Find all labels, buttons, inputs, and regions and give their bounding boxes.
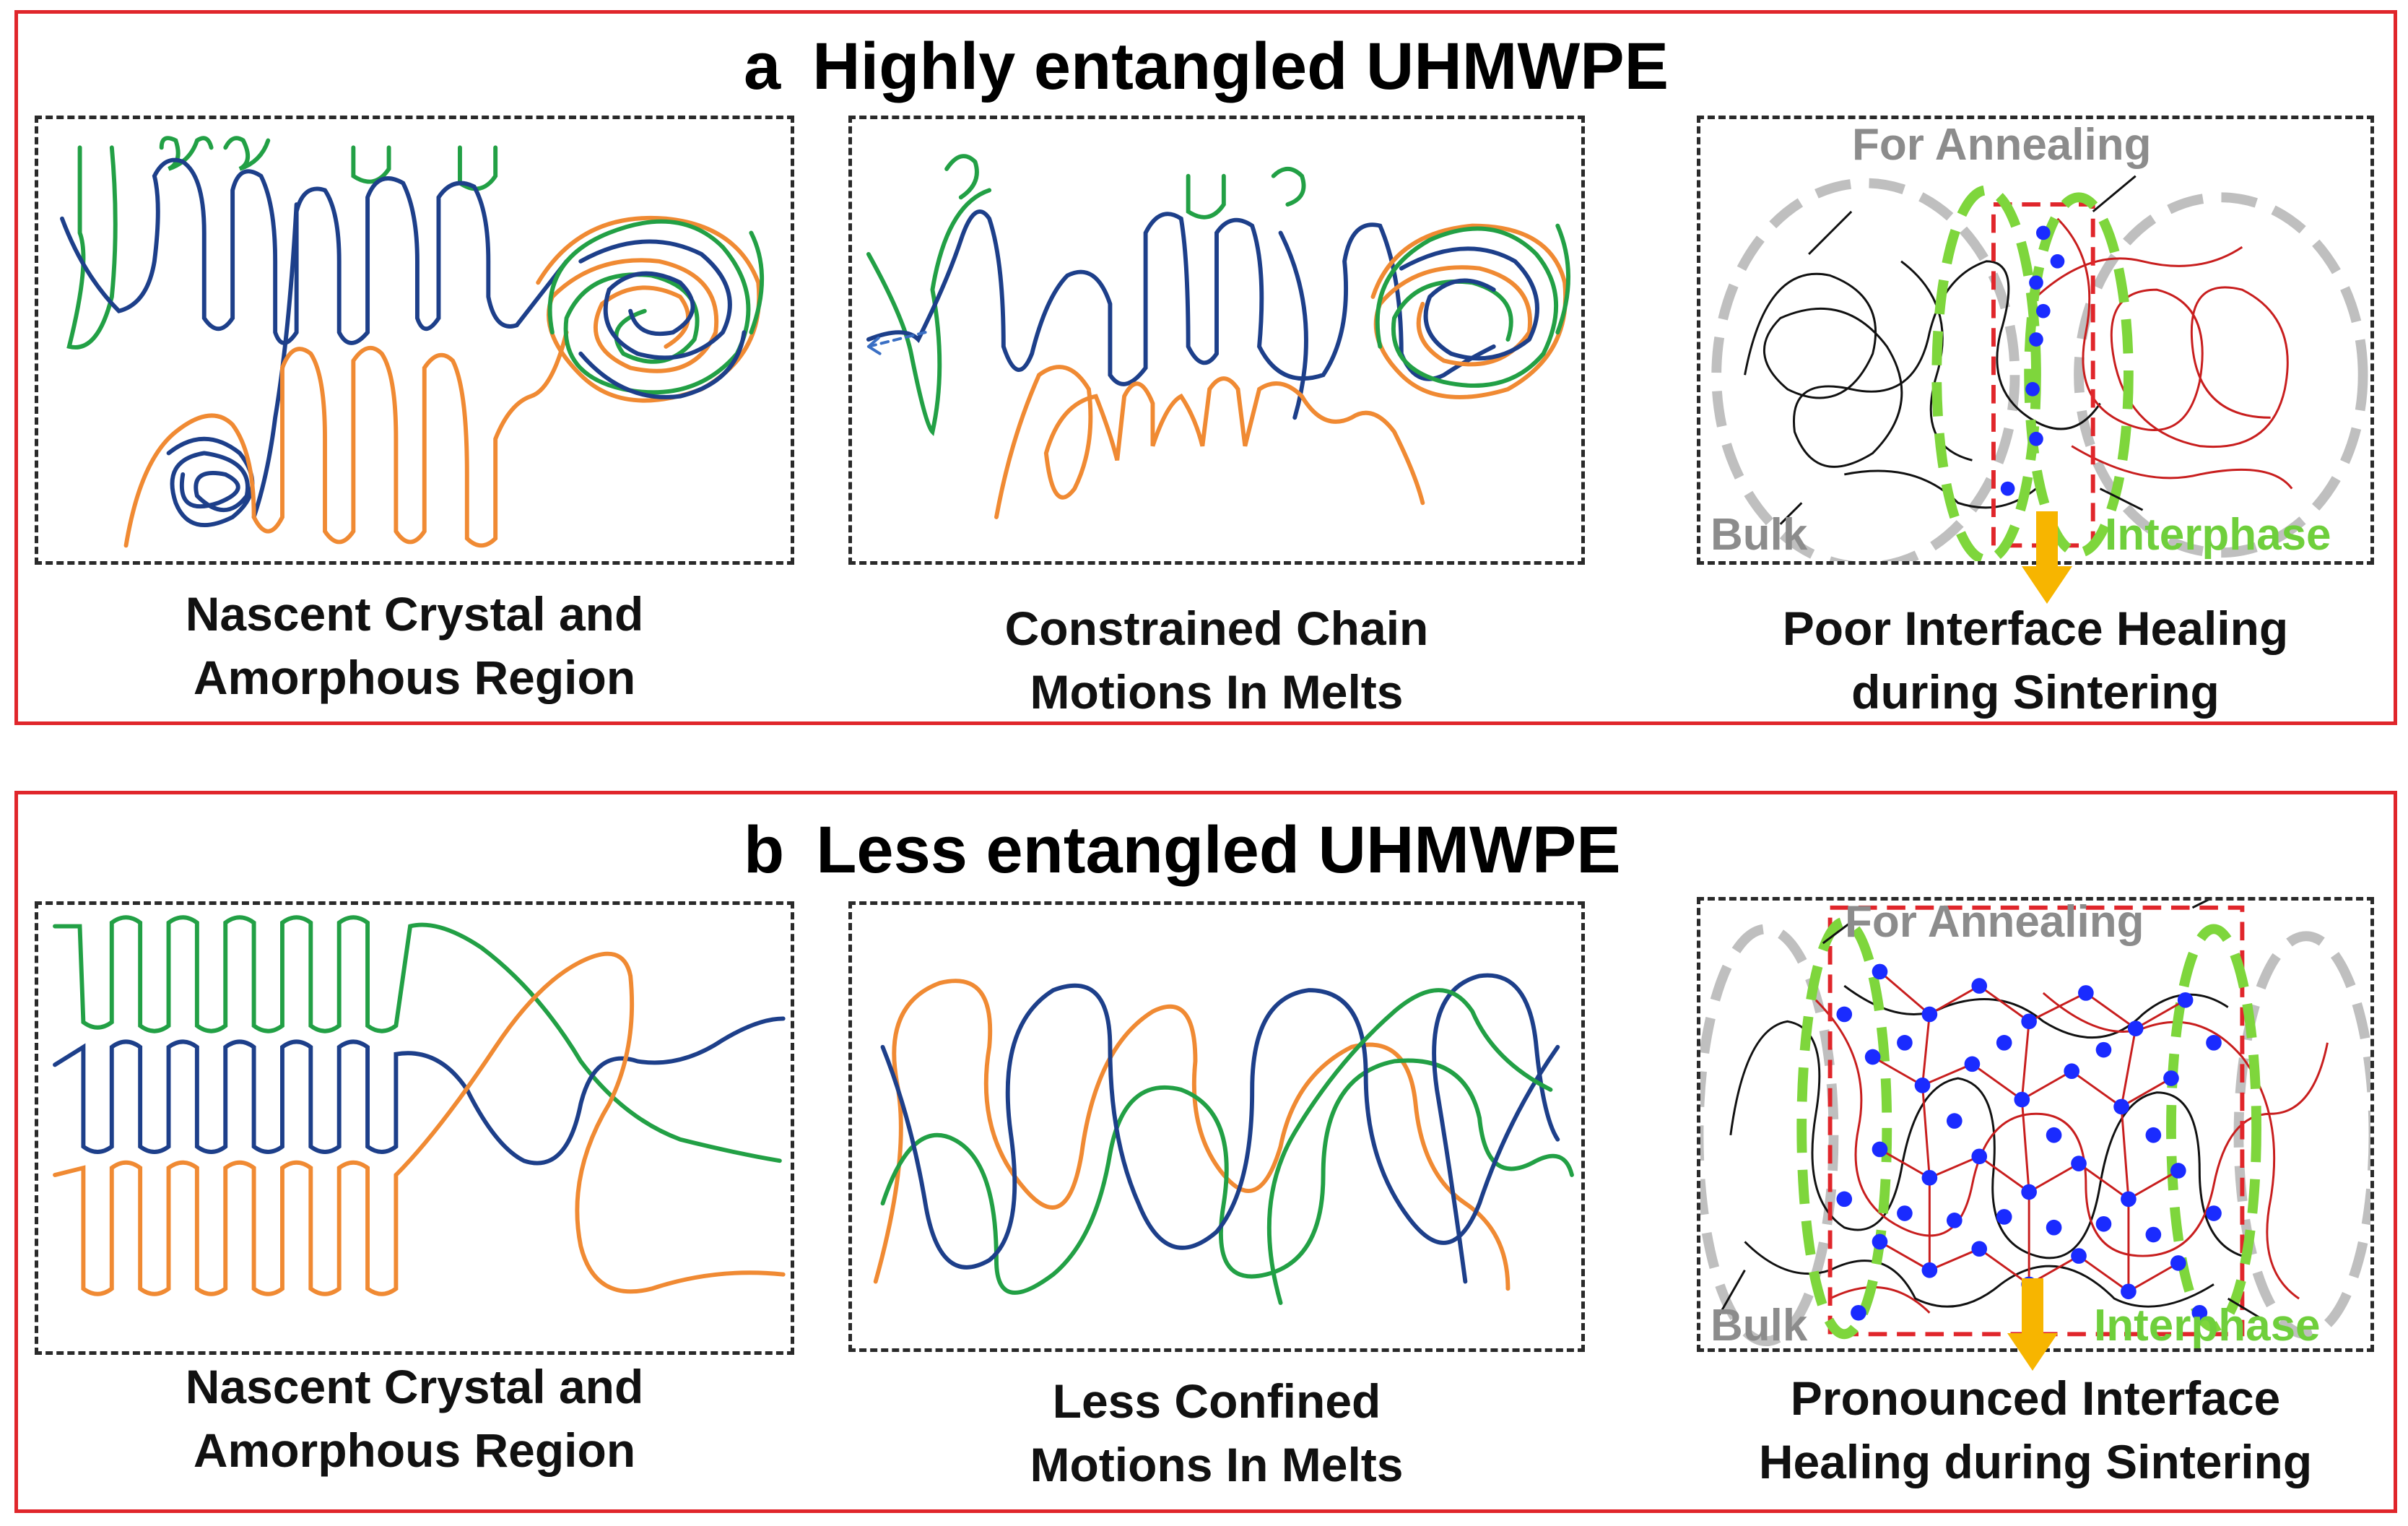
blue-coil [166, 436, 255, 528]
annealing-arrow [1808, 210, 1853, 255]
panel-a-title: a Highly entangled UHMWPE [744, 29, 1669, 105]
interphase-region-right [2166, 924, 2261, 1332]
panel-b-interface-box: For Annealing Bulk Interphase [1697, 897, 2374, 1352]
interphase-region-right [2024, 192, 2134, 558]
panel-a-constrained-diagram [866, 154, 1570, 519]
black-chain [1744, 260, 2101, 509]
panel-b-left-caption: Nascent Crystal and Amorphous Region [35, 1355, 794, 1482]
green-chain [53, 915, 782, 1163]
panel-a-nascent-diagram [60, 136, 765, 548]
panel-a-nascent-box [35, 116, 794, 565]
panel-a-middle-caption: Constrained Chain Motions In Melts [848, 597, 1585, 724]
orange-chain [873, 979, 1511, 1291]
green-chain-2 [1266, 988, 1553, 1305]
red-chain [1814, 992, 2329, 1314]
bulk-region-right [2233, 931, 2370, 1340]
blue-chain [880, 983, 1560, 1270]
blue-chain [866, 209, 1496, 386]
panel-a-constrained-box [848, 116, 1585, 565]
green-chain-fold [351, 145, 391, 184]
panel-a [14, 10, 2397, 725]
panel-a-right-caption: Poor Interface Healing during Sintering [1697, 597, 2374, 724]
caption-line-2: during Sintering [1851, 665, 2220, 719]
panel-b-title-text: Less entangled UHMWPE [816, 813, 1621, 887]
green-chain-fold [223, 136, 271, 171]
panel-a-interface-diagram [1711, 175, 2368, 561]
panel-b-middle-caption: Less Confined Motions In Melts [848, 1369, 1585, 1496]
bulk-arrow [1779, 502, 1803, 525]
panel-b-nascent-box [35, 901, 794, 1355]
panel-b-letter: b [744, 813, 785, 887]
caption-line-1: Less Confined [1052, 1374, 1381, 1428]
panel-b-interface-diagram [1700, 901, 2370, 1346]
entanglement-points [1836, 963, 2222, 1321]
interphase-arrow [2227, 1297, 2264, 1321]
panel-a-left-caption: Nascent Crystal and Amorphous Region [35, 582, 794, 709]
interphase-region-left [1931, 185, 2041, 561]
bulk-label: Bulk [1711, 510, 1808, 560]
panel-a-letter: a [744, 30, 781, 103]
caption-line-1: Nascent Crystal and [185, 587, 644, 641]
blue-chain-2 [1432, 973, 1560, 1284]
interphase-label: Interphase [2105, 510, 2331, 560]
tangle-cluster [536, 215, 765, 403]
green-chain-fold [159, 136, 214, 171]
annealing-label: For Annealing [1845, 897, 2144, 947]
annealing-arrow-right [2092, 175, 2137, 213]
caption-line-1: Pronounced Interface [1790, 1371, 2281, 1425]
interphase-label: Interphase [2094, 1301, 2321, 1351]
panel-b-title: b Less entangled UHMWPE [744, 812, 1621, 888]
bulk-label: Bulk [1711, 1301, 1808, 1351]
orange-chain [53, 951, 786, 1296]
arrow-head [866, 337, 882, 355]
panel-a-yellow-arrow [2022, 511, 2072, 604]
red-chain [2028, 217, 2293, 490]
green-chain [880, 1058, 1574, 1295]
bulk-region-left [1700, 924, 1839, 1346]
panel-b-less-confined-diagram [873, 973, 1574, 1305]
panel-b-nascent-diagram [53, 915, 786, 1296]
blue-chain [53, 1016, 786, 1166]
green-chain [66, 145, 118, 350]
orange-chain [123, 330, 569, 548]
bulk-region-left [1711, 178, 2020, 561]
interphase-region-left [1796, 916, 1892, 1340]
panel-a-interface-box: For Annealing Bulk Interphase [1697, 116, 2374, 565]
panel-b-less-confined-box [848, 901, 1585, 1352]
caption-line-2: Amorphous Region [193, 1423, 636, 1477]
tangle-cluster [1370, 223, 1570, 399]
green-chain [866, 188, 992, 436]
blue-chain-link [251, 202, 299, 519]
orange-chain [994, 365, 1425, 519]
dashed-arrow [866, 331, 927, 348]
bulk-region-right [2074, 192, 2368, 558]
caption-line-1: Constrained Chain [1004, 602, 1429, 655]
caption-line-1: Nascent Crystal and [185, 1360, 644, 1413]
caption-line-2: Motions In Melts [1030, 1438, 1404, 1491]
panel-b [14, 791, 2397, 1513]
entanglement-points [2000, 225, 2065, 496]
bulk-arrow [1715, 1270, 1746, 1321]
panel-b-right-caption: Pronounced Interface Healing during Sint… [1682, 1366, 2389, 1494]
annealing-arrow [1822, 921, 1852, 945]
caption-line-1: Poor Interface Healing [1782, 602, 2289, 655]
caption-line-2: Motions In Melts [1030, 665, 1404, 719]
caption-line-2: Amorphous Region [193, 651, 636, 704]
blue-chain [60, 157, 569, 345]
caption-line-2: Healing during Sintering [1758, 1435, 2313, 1488]
annealing-arrow-right [2191, 901, 2209, 909]
panel-a-title-text: Highly entangled UHMWPE [812, 30, 1669, 103]
interphase-arrow [2099, 487, 2144, 511]
black-chain [1729, 984, 2243, 1308]
annealing-label: For Annealing [1852, 120, 2152, 170]
panel-b-yellow-arrow [2007, 1278, 2058, 1371]
green-fold [944, 154, 1306, 220]
